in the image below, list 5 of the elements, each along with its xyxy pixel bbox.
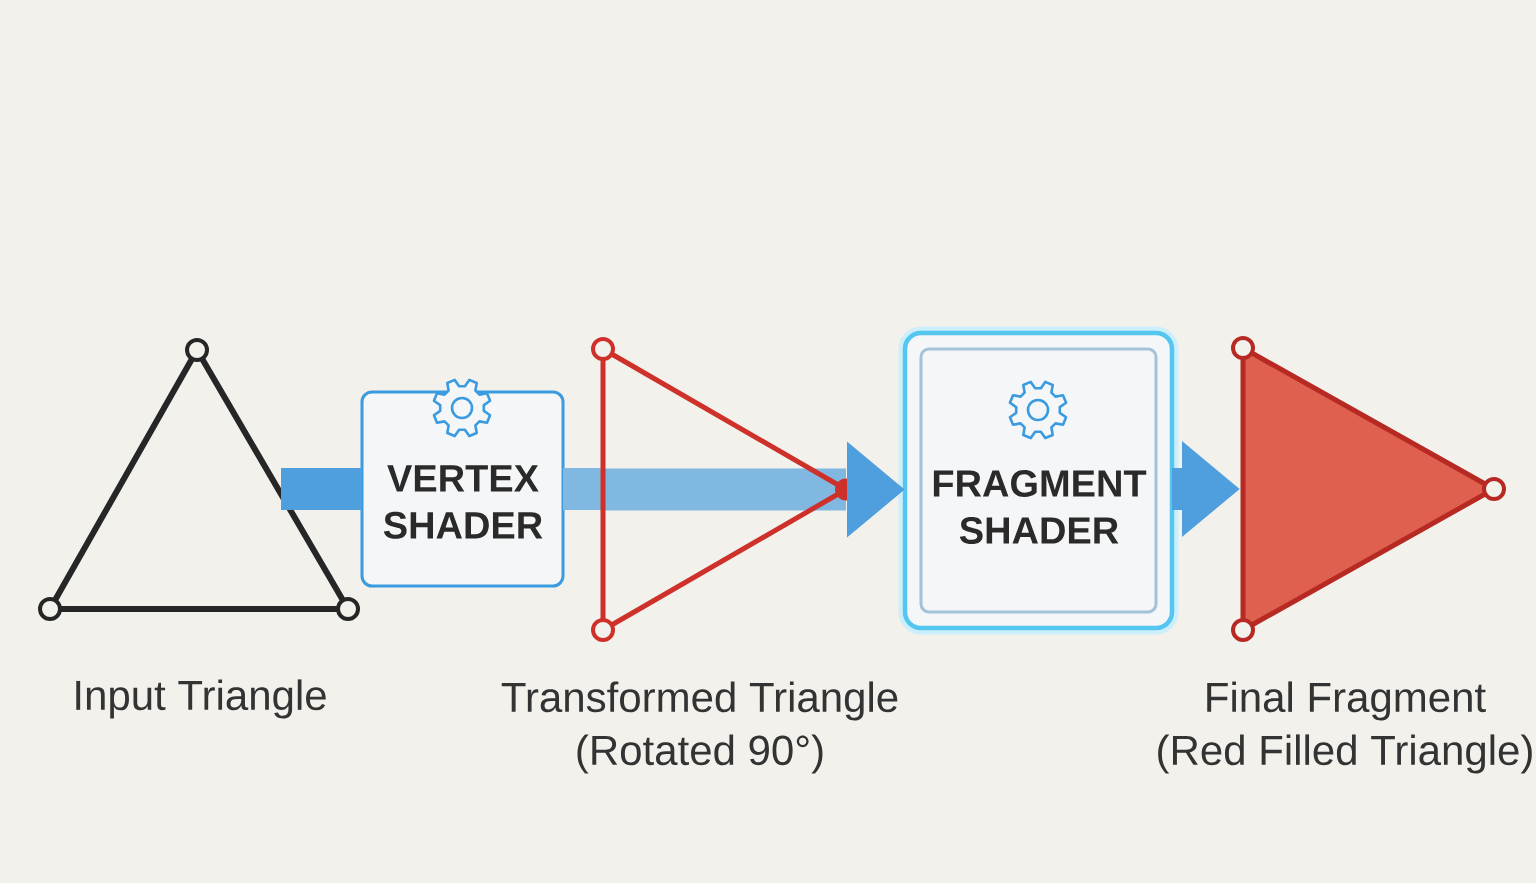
node-label: Final Fragment (Red Filled Triangle) bbox=[1158, 681, 1532, 774]
node-label: Input Triangle bbox=[76, 679, 326, 719]
node-label: Transformed Triangle (Rotated 90°) bbox=[501, 681, 898, 774]
shader-box: FRAGMENT SHADER bbox=[898, 326, 1179, 635]
shader-box: VERTEX SHADER bbox=[360, 390, 565, 588]
